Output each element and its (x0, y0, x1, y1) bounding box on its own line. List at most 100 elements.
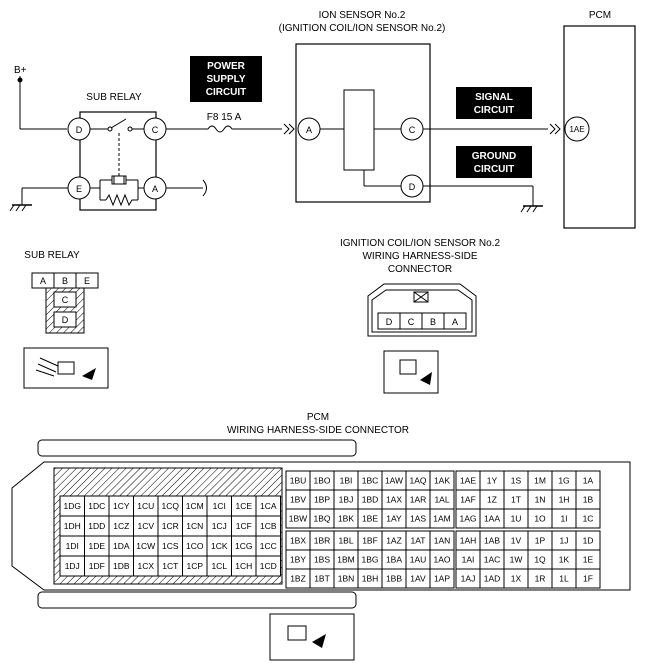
pcm-right-top-pin-label: 1A (583, 476, 594, 486)
ion-sensor-subtitle: (IGNITION COIL/ION SENSOR No.2) (279, 23, 446, 34)
svg-text:CIRCUIT: CIRCUIT (474, 105, 515, 116)
pcm-mid-bot-pin-label: 1AN (434, 536, 451, 546)
pcm-mid-top-pin-label: 1BC (362, 476, 379, 486)
pcm-left-pin-label: 1CY (113, 501, 130, 511)
pcm-mid-top-pin-label: 1BV (290, 495, 306, 505)
pcm-mid-top-pin-label: 1AQ (409, 476, 426, 486)
pcm-left-pin-label: 1DD (88, 521, 105, 531)
pcm-right-bot-pin-label: 1AD (484, 574, 501, 584)
power-wire (166, 123, 295, 135)
pcm-left-pin-label: 1CH (235, 561, 252, 571)
pcm-left-pin-label: 1DJ (65, 561, 80, 571)
pcm-left-pin-label: 1CV (137, 521, 154, 531)
svg-text:B: B (430, 317, 436, 327)
pcm-mid-bot-pin-label: 1AT (411, 536, 426, 546)
pcm-left-pin-label: 1CF (236, 521, 252, 531)
svg-text:D: D (409, 182, 416, 192)
pcm-right-top-pin-label: 1AA (484, 514, 500, 524)
pcm-mid-top-pin-label: 1BK (338, 514, 354, 524)
pcm-mid-bot-pin-label: 1BT (314, 574, 330, 584)
pcm-mid-bot-pin-label: 1BR (314, 536, 331, 546)
pcm-mid-bot-pin-label: 1BN (338, 574, 355, 584)
pcm-right-bot-pin-label: 1Q (534, 555, 546, 565)
pcm-mid-top-pin-label: 1AS (410, 514, 426, 524)
pcm-left-pin-label: 1CN (186, 521, 203, 531)
pcm-left-pin-label: 1DE (88, 541, 105, 551)
pcm-mid-bot-pin-label: 1BF (362, 536, 378, 546)
svg-text:A: A (40, 276, 46, 286)
pcm-left-pin-label: 1CE (235, 501, 252, 511)
pcm-left-pin-label: 1CR (162, 521, 179, 531)
pcm-left-pin-label: 1DB (113, 561, 130, 571)
pcm-mid-top-pin-label: 1AW (385, 476, 403, 486)
pcm-left-pin-label: 1CI (213, 501, 226, 511)
svg-text:A: A (452, 317, 458, 327)
pcm-left-pin-label: 1CP (186, 561, 203, 571)
pcm-mid-top-pin-label: 1BW (289, 514, 307, 524)
ion-sensor-connector: D C B A (367, 283, 477, 337)
pcm-mid-bot-pin-label: 1BA (386, 555, 402, 565)
pcm-right-bot-pin-label: 1P (535, 536, 546, 546)
ground-wire (423, 185, 543, 213)
pcm-left-pin-label: 1CX (137, 561, 154, 571)
pcm-right-top-pin-label: 1AF (460, 495, 476, 505)
pcm-mid-top-pin-label: 1BE (362, 514, 378, 524)
pcm-mid-bot-pin-label: 1BZ (290, 574, 306, 584)
relay-ground (9, 187, 68, 212)
pcm-conn-title-1: PCM (307, 412, 329, 423)
pcm-right-bot-pin-label: 1AJ (461, 574, 476, 584)
svg-text:C: C (152, 125, 159, 135)
pcm-right-top-pin-label: 1C (583, 514, 594, 524)
pcm-left-pin-label: 1CT (162, 561, 178, 571)
b-plus-wire (17, 76, 67, 130)
pcm-mid-bot-pin-label: 1AP (434, 574, 450, 584)
pcm-left-pin-label: 1CA (260, 501, 277, 511)
pcm-left-pin-label: 1CB (260, 521, 277, 531)
svg-text:E: E (84, 276, 90, 286)
pcm-mid-top-pin-label: 1AL (434, 495, 449, 505)
svg-text:D: D (386, 317, 393, 327)
pcm-mid-bot-pin-label: 1AU (410, 555, 427, 565)
pcm-right-top-pin-label: 1U (511, 514, 522, 524)
pcm-mid-top-pin-label: 1BI (340, 476, 353, 486)
signal-label: SIGNAL CIRCUIT (456, 87, 532, 119)
sub-relay-connector: A B E C D (31, 272, 99, 334)
pcm-conn-title-2: WIRING HARNESS-SIDE CONNECTOR (227, 425, 409, 436)
pcm-right-bot-pin-label: 1E (583, 555, 594, 565)
pcm-terminal-1ae (564, 116, 590, 142)
svg-text:CIRCUIT: CIRCUIT (474, 164, 515, 175)
pcm-mid-bot-cell (429, 568, 455, 589)
ion-conn-title-1: IGNITION COIL/ION SENSOR No.2 (340, 238, 500, 249)
pcm-right-top-pin-label: 1M (534, 476, 546, 486)
pcm-left-pin-label: 1DI (66, 541, 79, 551)
pcm-right-top-pin-label: 1B (583, 495, 594, 505)
pcm-right-top-pin-label: 1T (511, 495, 521, 505)
pcm-left-pin-label: 1CM (186, 501, 204, 511)
ion-conn-title-2: WIRING HARNESS-SIDE (362, 251, 477, 262)
pcm-mid-top-pin-label: 1BD (362, 495, 379, 505)
pcm-mid-top-pin-label: 1AR (410, 495, 427, 505)
pcm: 1AE (563, 25, 636, 229)
pcm-left-pin-label: 1CO (186, 541, 204, 551)
svg-text:E: E (76, 184, 82, 194)
pcm-left-pin-label: 1DC (88, 501, 105, 511)
pcm-right-top-pin-label: 1H (559, 495, 570, 505)
pcm-mid-top-pin-label: 1BO (313, 476, 330, 486)
pcm-mid-top-pin-label: 1AX (386, 495, 402, 505)
ion-sensor-title: ION SENSOR No.2 (319, 10, 406, 21)
pcm-mid-top-pin-label: 1BJ (339, 495, 354, 505)
pcm-right-bot-pin-label: 1AH (460, 536, 477, 546)
pcm-mid-top-pin-label: 1AK (434, 476, 450, 486)
pcm-mid-bot-pin-label: 1BB (386, 574, 402, 584)
pcm-left-pin-label: 1CK (211, 541, 228, 551)
svg-text:C: C (62, 295, 69, 305)
pcm-mid-bot-pin-label: 1BH (362, 574, 379, 584)
pcm-left-pin-label: 1CS (162, 541, 179, 551)
pcm-mid-top-pin-label: 1AY (386, 514, 402, 524)
power-supply-label: POWER SUPPLY CIRCUIT (190, 56, 262, 102)
pcm-right-bot-pin-label: 1D (583, 536, 594, 546)
pcm-right-bot-pin-label: 1AC (484, 555, 501, 565)
pcm-right-top-pin-label: 1AG (459, 514, 476, 524)
relay-a-wire (166, 179, 207, 197)
